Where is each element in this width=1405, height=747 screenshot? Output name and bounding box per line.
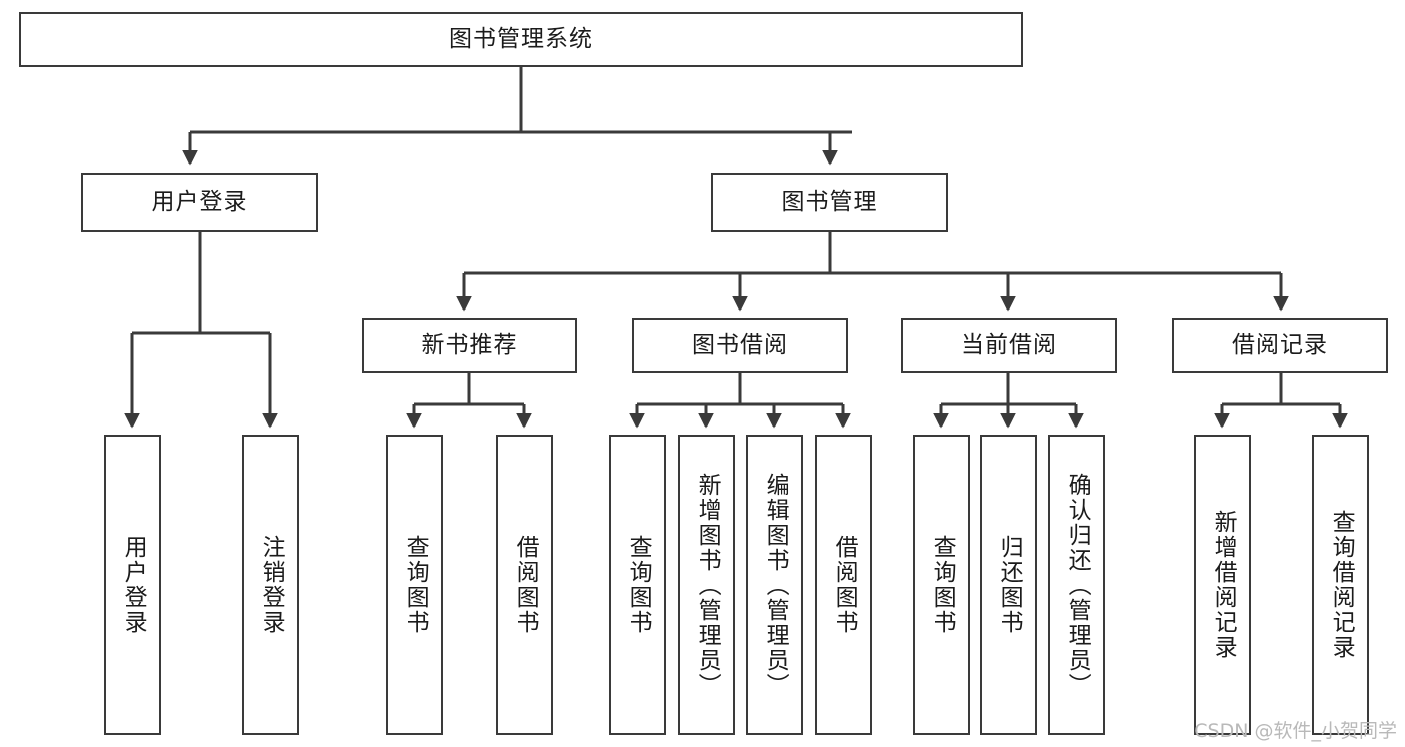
node-label: 图书借阅 xyxy=(692,331,788,358)
node-label: 查询图书 xyxy=(402,535,429,635)
node-label: 注销登录 xyxy=(258,535,285,635)
node-label: 查询图书 xyxy=(929,535,956,635)
leaf-borrow-edit-book-admin[interactable]: 编辑图书（管理员） xyxy=(746,435,803,735)
leaf-current-query-book[interactable]: 查询图书 xyxy=(913,435,970,735)
node-label: 借阅记录 xyxy=(1232,331,1328,358)
node-label: 查询借阅记录 xyxy=(1328,510,1355,660)
node-book-management[interactable]: 图书管理 xyxy=(711,173,948,232)
node-borrow-record[interactable]: 借阅记录 xyxy=(1172,318,1388,373)
watermark-text: CSDN @软件_小贺同学 xyxy=(1194,720,1397,742)
node-label: 新书推荐 xyxy=(421,331,518,358)
leaf-record-query-record[interactable]: 查询借阅记录 xyxy=(1312,435,1369,735)
leaf-current-return-book[interactable]: 归还图书 xyxy=(980,435,1037,735)
node-label: 归还图书 xyxy=(996,535,1023,635)
leaf-borrow-query-book[interactable]: 查询图书 xyxy=(609,435,666,735)
node-label: 新增借阅记录 xyxy=(1210,510,1237,660)
node-label: 编辑图书（管理员） xyxy=(762,472,789,698)
node-label: 借阅图书 xyxy=(512,535,539,635)
node-label: 图书管理 xyxy=(781,188,878,215)
node-label: 确认归还（管理员） xyxy=(1064,472,1091,698)
node-label: 借阅图书 xyxy=(831,535,858,635)
node-label: 当前借阅 xyxy=(961,331,1057,358)
node-current-borrow[interactable]: 当前借阅 xyxy=(901,318,1117,373)
node-label: 查询图书 xyxy=(625,535,652,635)
node-label: 图书管理系统 xyxy=(449,25,593,52)
leaf-new-book-query-book[interactable]: 查询图书 xyxy=(386,435,443,735)
leaf-current-confirm-return-admin[interactable]: 确认归还（管理员） xyxy=(1048,435,1105,735)
leaf-borrow-borrow-book[interactable]: 借阅图书 xyxy=(815,435,872,735)
leaf-user-login[interactable]: 用户登录 xyxy=(104,435,161,735)
node-label: 用户登录 xyxy=(120,535,147,635)
node-root-system[interactable]: 图书管理系统 xyxy=(19,12,1023,67)
leaf-record-add-record[interactable]: 新增借阅记录 xyxy=(1194,435,1251,735)
node-label: 用户登录 xyxy=(151,188,248,215)
leaf-logout-login[interactable]: 注销登录 xyxy=(242,435,299,735)
node-book-borrow[interactable]: 图书借阅 xyxy=(632,318,848,373)
node-new-book-recommend[interactable]: 新书推荐 xyxy=(362,318,577,373)
leaf-new-book-borrow-book[interactable]: 借阅图书 xyxy=(496,435,553,735)
node-user-login[interactable]: 用户登录 xyxy=(81,173,318,232)
node-label: 新增图书（管理员） xyxy=(694,472,721,698)
leaf-borrow-add-book-admin[interactable]: 新增图书（管理员） xyxy=(678,435,735,735)
